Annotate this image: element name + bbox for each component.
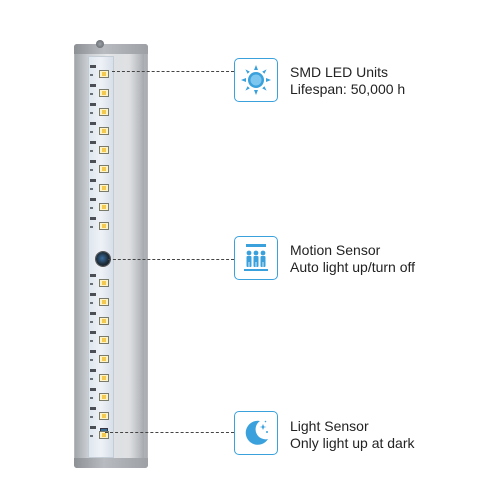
- leader-line-motion: [108, 259, 234, 260]
- pcb-marking: [90, 226, 93, 228]
- resistor-component: [90, 122, 96, 125]
- pcb-marking: [90, 150, 93, 152]
- led-icon-box: [234, 58, 278, 102]
- housing-top-cap: [74, 44, 148, 54]
- led-light-bar: [74, 40, 148, 468]
- resistor-component: [90, 388, 96, 391]
- smd-led-chip: [99, 317, 109, 325]
- pcb-marking: [90, 207, 93, 209]
- diffuser-highlight: [114, 54, 144, 458]
- housing-bottom-cap: [74, 458, 148, 468]
- light-icon-box: [234, 411, 278, 455]
- pcb-marking: [90, 378, 93, 380]
- led-title: SMD LED Units: [290, 64, 389, 80]
- resistor-component: [90, 426, 96, 429]
- resistor-component: [90, 198, 96, 201]
- pcb-marking: [90, 93, 93, 95]
- resistor-component: [90, 293, 96, 296]
- smd-led-chip: [99, 165, 109, 173]
- pcb-marking: [90, 416, 93, 418]
- leader-line-led: [112, 71, 234, 72]
- pcb-marking: [90, 188, 93, 190]
- motion-title: Motion Sensor: [290, 242, 381, 258]
- pcb-marking: [90, 112, 93, 114]
- pcb-marking: [90, 131, 93, 133]
- leader-line-light: [105, 432, 234, 433]
- motion-callout-text: Motion Sensor Auto light up/turn off: [290, 242, 415, 276]
- led-subtitle: Lifespan: 50,000 h: [290, 81, 406, 97]
- people-sensor-icon: [244, 244, 268, 271]
- resistor-component: [90, 179, 96, 182]
- smd-led-chip: [99, 279, 109, 287]
- smd-led-chip: [99, 146, 109, 154]
- smd-led-chip: [99, 393, 109, 401]
- resistor-component: [90, 217, 96, 220]
- moon-icon: [245, 420, 268, 445]
- smd-led-chip: [99, 412, 109, 420]
- smd-led-chip: [99, 374, 109, 382]
- pcb-marking: [90, 283, 93, 285]
- resistor-component: [90, 350, 96, 353]
- pcb-marking: [90, 74, 93, 76]
- smd-led-chip: [99, 70, 109, 78]
- sun-icon: [241, 65, 271, 95]
- smd-led-chip: [99, 336, 109, 344]
- pcb-marking: [90, 321, 93, 323]
- resistor-component: [90, 407, 96, 410]
- led-callout-text: SMD LED Units Lifespan: 50,000 h: [290, 64, 405, 98]
- light-title: Light Sensor: [290, 418, 369, 434]
- smd-led-chip: [99, 89, 109, 97]
- smd-led-chip: [99, 184, 109, 192]
- resistor-component: [90, 65, 96, 68]
- smd-led-chip: [99, 127, 109, 135]
- resistor-component: [90, 141, 96, 144]
- smd-led-chip: [99, 431, 109, 439]
- smd-led-chip: [99, 355, 109, 363]
- resistor-component: [90, 103, 96, 106]
- motion-sensor-lens: [96, 252, 110, 266]
- smd-led-chip: [99, 222, 109, 230]
- resistor-component: [90, 274, 96, 277]
- smd-led-chip: [99, 298, 109, 306]
- resistor-component: [90, 331, 96, 334]
- resistor-component: [90, 84, 96, 87]
- motion-icon-box: [234, 236, 278, 280]
- resistor-component: [90, 312, 96, 315]
- resistor-component: [90, 369, 96, 372]
- pcb-marking: [90, 340, 93, 342]
- mount-screw: [96, 40, 104, 48]
- smd-led-chip: [99, 108, 109, 116]
- light-callout-text: Light Sensor Only light up at dark: [290, 418, 415, 452]
- pcb-marking: [90, 169, 93, 171]
- pcb-marking: [90, 435, 93, 437]
- smd-led-chip: [99, 203, 109, 211]
- pcb-marking: [90, 359, 93, 361]
- motion-subtitle: Auto light up/turn off: [290, 259, 416, 275]
- resistor-component: [90, 160, 96, 163]
- light-subtitle: Only light up at dark: [290, 435, 415, 451]
- pcb-marking: [90, 397, 93, 399]
- pcb-marking: [90, 302, 93, 304]
